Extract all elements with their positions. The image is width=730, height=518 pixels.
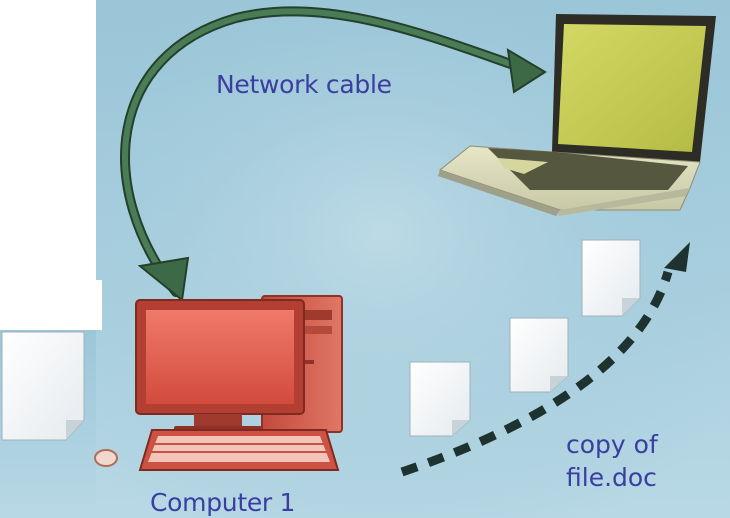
keyboard-icon (138, 429, 340, 471)
document-icon (581, 239, 641, 317)
copy-arrow-dashed (400, 242, 690, 477)
document-icon (1, 331, 85, 441)
document-icon (409, 361, 471, 437)
laptop-icon (438, 14, 716, 216)
monitor-icon (135, 299, 305, 434)
document-icon (509, 317, 569, 393)
copy-label-line-2: file.doc (566, 463, 657, 492)
copy-label: copy of file.doc (566, 428, 658, 494)
network-cable-label: Network cable (216, 70, 392, 99)
desktop-computer-icon (94, 295, 343, 471)
computer-label: Computer 1 (150, 488, 296, 517)
mouse-icon (94, 449, 118, 467)
network-cable-arrow (120, 6, 547, 302)
copy-label-line-1: copy of (566, 430, 658, 459)
